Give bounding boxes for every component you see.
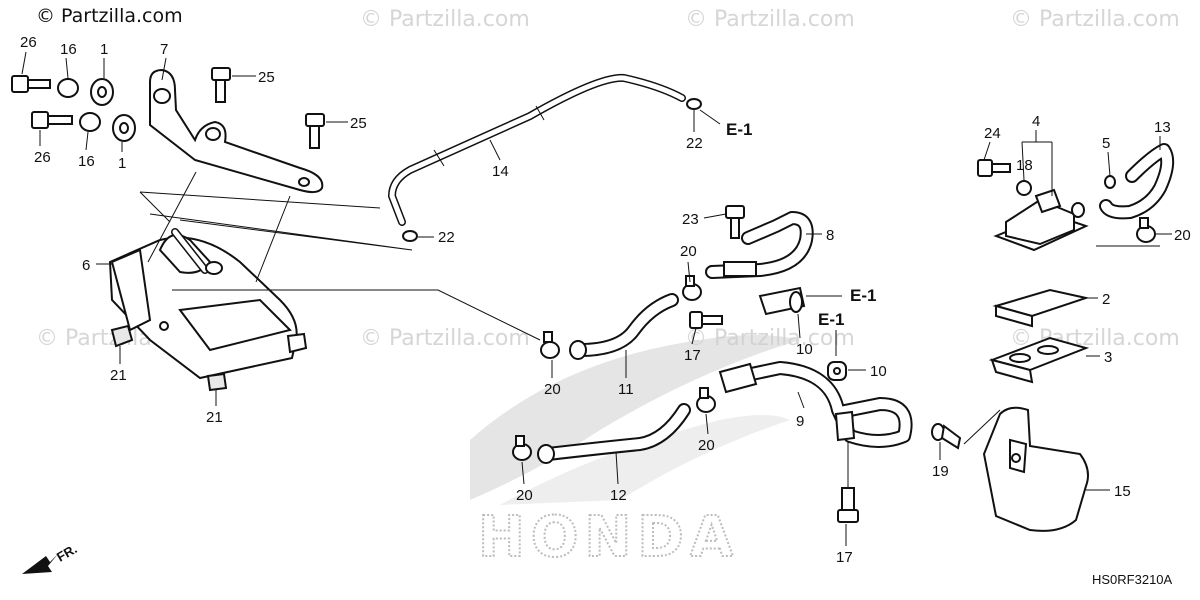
honda-brand-text: HONDA	[478, 505, 739, 570]
callout-21: 21	[206, 409, 223, 426]
callout-24: 24	[984, 125, 1001, 142]
reference-arrow-e1-low: E-1	[818, 310, 844, 356]
filter-element-2-side	[995, 304, 1033, 328]
front-direction-arrow: FR.	[22, 541, 80, 574]
watermark-top-left: © Partzilla.com	[36, 5, 183, 27]
gasket-10-upper	[789, 291, 803, 313]
pipe-9	[718, 361, 913, 448]
bolt-23	[725, 205, 745, 239]
callout-25: 25	[258, 69, 275, 86]
grommet-1-upper	[90, 78, 114, 106]
callout-6: 6	[82, 257, 90, 274]
callout-12: 12	[610, 487, 627, 504]
collar-16-upper	[57, 78, 79, 98]
clamp-20-e	[1136, 217, 1156, 243]
callout-10: 10	[796, 341, 813, 358]
callout-26: 26	[34, 149, 51, 166]
clip-22-lower	[402, 230, 418, 242]
callout-21: 21	[110, 367, 127, 384]
callout-20: 20	[516, 487, 533, 504]
watermark: © Partzilla.com	[1010, 7, 1180, 32]
watermark: © Partzilla.com	[685, 7, 855, 32]
callout-10: 10	[870, 363, 887, 380]
clamp-20-c	[696, 387, 716, 413]
bolt-17-lower	[837, 487, 859, 523]
callout-1: 1	[100, 41, 108, 58]
air-valve-6	[108, 228, 308, 380]
watermark: © Partzilla.com	[360, 326, 530, 351]
callout-4: 4	[1032, 113, 1040, 130]
filter-case-3	[988, 336, 1090, 384]
callout-3: 3	[1104, 349, 1112, 366]
svg-text:E-1: E-1	[850, 286, 876, 305]
clip-22-upper	[686, 98, 702, 110]
callout-23: 23	[682, 211, 699, 228]
callout-22: 22	[686, 135, 703, 152]
diagram-code: HS0RF3210A	[1092, 572, 1173, 587]
callout-15: 15	[1114, 483, 1131, 500]
svg-text:E-1: E-1	[726, 120, 752, 139]
clip-5	[1104, 175, 1116, 189]
honda-wing-logo	[470, 335, 800, 505]
callout-16: 16	[60, 41, 77, 58]
callout-11: 11	[618, 381, 634, 398]
cover-15	[982, 406, 1089, 532]
callout-2: 2	[1102, 291, 1110, 308]
bolt-17-upper	[689, 311, 723, 329]
bracket-7	[149, 68, 324, 194]
callout-20: 20	[1174, 227, 1191, 244]
bolt-24	[977, 159, 1011, 177]
callout-17: 17	[684, 347, 701, 364]
bolt-26-upper	[11, 75, 51, 93]
callout-labels: 26 16 1 7 25 25 26 16 1 6 21 21 14 22 22…	[20, 34, 1191, 566]
bolt-25-lower	[305, 113, 325, 149]
callout-1: 1	[118, 155, 126, 172]
bolt-25-upper	[211, 67, 231, 103]
callout-18: 18	[1016, 157, 1033, 174]
clamp-20-d	[512, 435, 532, 461]
reed-valve-4	[993, 188, 1089, 252]
collar-18	[1016, 180, 1032, 196]
callout-25: 25	[350, 115, 367, 132]
callout-19: 19	[932, 463, 949, 480]
hose-11	[569, 293, 679, 360]
reference-arrow-e1-mid: E-1	[806, 286, 876, 305]
callout-8: 8	[826, 227, 834, 244]
bolt-26-lower	[31, 111, 73, 129]
svg-text:E-1: E-1	[818, 310, 844, 329]
callout-20: 20	[544, 381, 561, 398]
hose-12	[537, 403, 691, 464]
callout-26: 26	[20, 34, 37, 51]
callout-20: 20	[698, 437, 715, 454]
reference-arrow-e1-top: E-1	[699, 109, 752, 139]
callout-16: 16	[78, 153, 95, 170]
callout-9: 9	[796, 413, 804, 430]
clamp-20-b	[682, 275, 702, 301]
callout-22: 22	[438, 229, 455, 246]
grommet-1-lower	[112, 114, 136, 142]
watermark: © Partzilla.com	[360, 7, 530, 32]
hose-13	[1099, 143, 1175, 220]
callout-5: 5	[1102, 135, 1110, 152]
nut-21-lower	[206, 372, 228, 392]
collar-16-lower	[79, 112, 101, 132]
nut-21-upper	[110, 324, 134, 348]
svg-text:FR.: FR.	[54, 541, 80, 564]
tube-14	[387, 73, 686, 226]
clamp-20-a	[540, 331, 560, 359]
callout-14: 14	[492, 163, 509, 180]
gasket-10-lower	[827, 361, 847, 381]
callout-13: 13	[1154, 119, 1171, 136]
rivet-19	[931, 423, 962, 450]
callout-7: 7	[160, 41, 168, 58]
callout-17: 17	[836, 549, 853, 566]
callout-20: 20	[680, 243, 697, 260]
